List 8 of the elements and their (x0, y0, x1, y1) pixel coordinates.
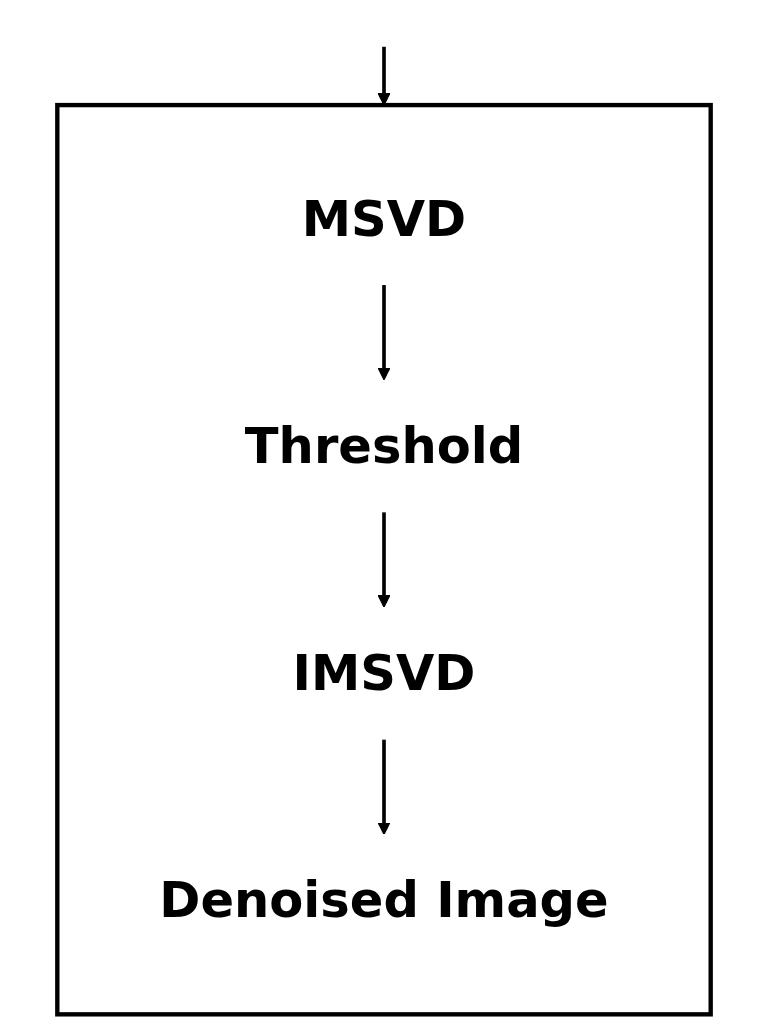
node-text: Threshold (244, 415, 524, 474)
arrow (377, 511, 391, 608)
arrow (377, 284, 391, 380)
cluster (55, 102, 713, 1017)
node-text: MSVD (301, 188, 467, 247)
arrow (377, 739, 391, 835)
node-text: IMSVD (292, 643, 476, 702)
node-text: Denoised Image (159, 870, 609, 929)
